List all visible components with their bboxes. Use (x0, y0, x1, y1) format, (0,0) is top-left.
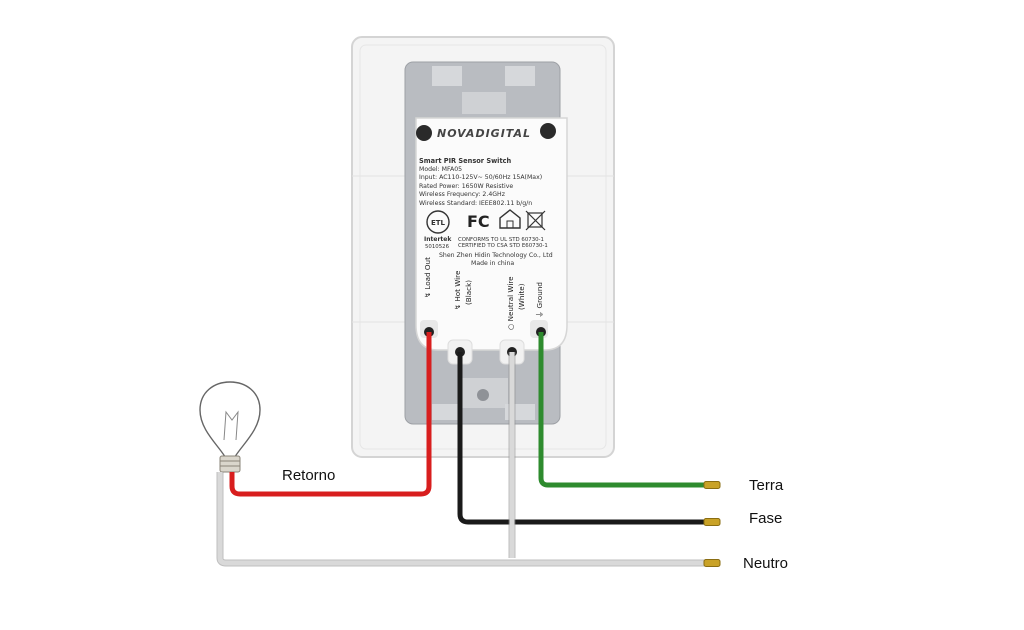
light-bulb-icon (199, 381, 261, 473)
terminal-label-ground: ⏚ Ground (535, 282, 545, 318)
wire-tip-fase (703, 518, 721, 526)
spec-line: Rated Power: 1650W Resistive (419, 182, 514, 190)
wire-label-neutro: Neutro (743, 555, 789, 572)
terminal-symbol: ⏚ (535, 310, 544, 318)
wire-terra (538, 332, 706, 488)
spec-block: Smart PIR Sensor Switch Model: MFA05 Inp… (419, 157, 569, 209)
terminal-sub-neutral: (White) (517, 283, 526, 310)
terminal-label-neutral: ○ Neutral Wire (506, 276, 515, 330)
wires (216, 332, 706, 567)
intertek-number: 5010526 (425, 244, 450, 250)
spec-line: Wireless Standard: IEEE802.11 b/g/n (419, 199, 533, 207)
wire-label-retorno: Retorno (282, 467, 336, 484)
wire-retorno (229, 332, 432, 497)
spec-line: Model: MFA05 (419, 165, 463, 173)
etl-mark: ETL (431, 219, 446, 227)
conformity-text: CONFORMS TO UL STD 60730-1 (458, 237, 544, 243)
terminal-text: Ground (535, 282, 544, 309)
made-in-text: Made in china (471, 260, 515, 267)
wire-tip-terra (703, 481, 721, 489)
terminal-text: Load Out (423, 257, 432, 290)
terminal-label-load-out: ↯ Load Out (423, 257, 432, 298)
terminal-symbol: ○ (506, 323, 515, 330)
fcc-mark: FC (467, 212, 490, 231)
wire-neutro (217, 352, 706, 566)
wire-label-fase: Fase (749, 510, 783, 527)
spec-line: Wireless Frequency: 2.4GHz (419, 191, 505, 199)
wire-tip-neutro (703, 559, 721, 567)
spec-line: Input: AC110-125V~ 50/60Hz 15A(Max) (419, 174, 543, 182)
terminal-text: Hot Wire (453, 270, 462, 302)
terminal-symbol: ↯ (453, 303, 462, 310)
spec-line: Smart PIR Sensor Switch (419, 157, 512, 165)
intertek-label: Intertek (424, 236, 452, 243)
wire-tips (703, 481, 721, 567)
wire-label-terra: Terra (749, 477, 784, 494)
brand-logo: NOVADIGITAL (437, 127, 531, 140)
terminal-symbol: ↯ (423, 291, 432, 298)
terminal-text: Neutral Wire (506, 276, 515, 322)
terminal-sub-hot: (Black) (464, 279, 473, 305)
certified-text: CERTIFIED TO CSA STD E60730-1 (458, 243, 548, 249)
certification-marks: ETL FC (426, 209, 546, 234)
terminal-label-hot: ↯ Hot Wire (453, 271, 462, 310)
manufacturer-text: Shen Zhen Hidin Technology Co., Ltd (439, 252, 553, 259)
wire-fase (457, 352, 706, 525)
